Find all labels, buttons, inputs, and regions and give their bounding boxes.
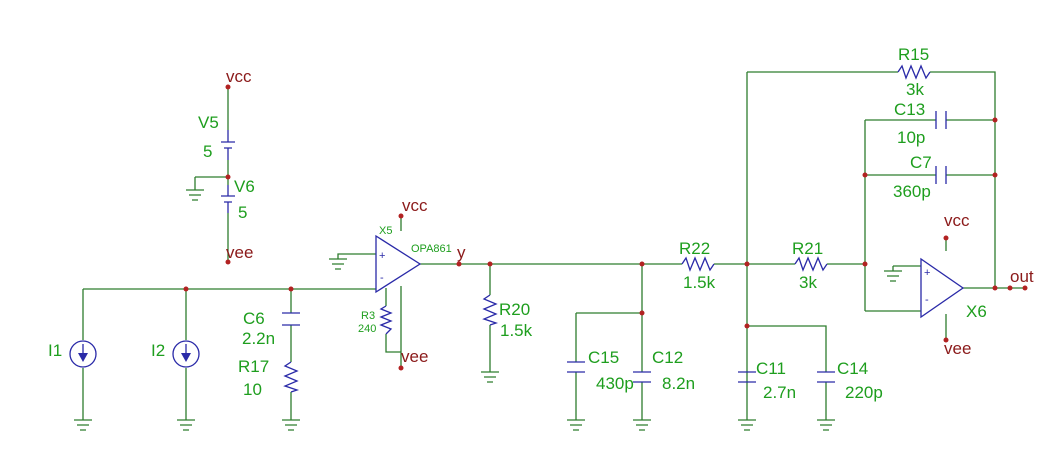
x5-ref: X5 bbox=[379, 225, 392, 237]
i2-current-source bbox=[172, 340, 200, 368]
c14-capacitor bbox=[817, 371, 835, 383]
c13-ref: C13 bbox=[894, 100, 925, 119]
r17-ref: R17 bbox=[238, 357, 269, 376]
r17-resistor bbox=[283, 361, 300, 393]
r21-resistor bbox=[794, 256, 828, 272]
r22-resistor bbox=[681, 256, 715, 272]
c6-ref: C6 bbox=[243, 309, 265, 328]
ground-icon bbox=[74, 189, 902, 431]
c12-capacitor bbox=[633, 371, 651, 383]
c11-ref: C11 bbox=[756, 359, 786, 378]
c6-value: 2.2n bbox=[242, 329, 275, 348]
c13-value: 10p bbox=[897, 128, 925, 147]
r20-ref: R20 bbox=[499, 300, 530, 319]
r17-value: 10 bbox=[243, 380, 262, 399]
r3-ref: R3 bbox=[361, 310, 375, 322]
v6-ref: V6 bbox=[234, 177, 255, 196]
net-label-vee: vee bbox=[226, 243, 253, 262]
net-label-out: out bbox=[1010, 267, 1034, 286]
r22-ref: R22 bbox=[679, 239, 710, 258]
net-label-y: y bbox=[457, 243, 466, 262]
r15-resistor bbox=[897, 64, 931, 80]
r22-value: 1.5k bbox=[683, 273, 716, 292]
c14-value: 220p bbox=[845, 383, 883, 402]
i2-ref: I2 bbox=[151, 341, 165, 360]
v5-value: 5 bbox=[203, 142, 212, 161]
r3-value: 240 bbox=[358, 323, 376, 335]
ground-symbols bbox=[74, 189, 902, 431]
x5-minus-pin: - bbox=[380, 272, 384, 284]
v5-battery bbox=[221, 130, 235, 160]
x6-minus-pin: - bbox=[925, 294, 929, 306]
c7-ref: C7 bbox=[910, 153, 932, 172]
x5-op-amp: + - bbox=[375, 234, 422, 294]
net-label-vee: vee bbox=[401, 347, 428, 366]
r21-value: 3k bbox=[799, 273, 817, 292]
x5-plus-pin: + bbox=[379, 250, 385, 262]
r3-resistor bbox=[379, 305, 393, 335]
r15-ref: R15 bbox=[898, 45, 929, 64]
r20-value: 1.5k bbox=[500, 321, 533, 340]
net-label-vcc: vcc bbox=[226, 67, 252, 86]
c12-ref: C12 bbox=[652, 348, 683, 367]
r21-ref: R21 bbox=[792, 239, 823, 258]
c15-capacitor bbox=[567, 361, 585, 373]
junction-dots bbox=[183, 84, 1028, 371]
x6-plus-pin: + bbox=[924, 267, 930, 279]
x5-model: OPA861 bbox=[411, 243, 452, 255]
c11-capacitor bbox=[738, 371, 756, 383]
r20-resistor bbox=[482, 294, 499, 326]
wires bbox=[82, 71, 1025, 420]
c12-value: 8.2n bbox=[662, 374, 695, 393]
i1-current-source bbox=[69, 340, 97, 368]
c6-capacitor bbox=[282, 312, 300, 326]
c7-value: 360p bbox=[893, 182, 931, 201]
x6-ref: X6 bbox=[966, 302, 987, 321]
c14-ref: C14 bbox=[837, 359, 868, 378]
c15-value: 430p bbox=[596, 374, 634, 393]
net-label-vcc: vcc bbox=[944, 211, 970, 230]
net-label-vcc: vcc bbox=[402, 196, 428, 215]
net-label-vee: vee bbox=[944, 339, 971, 358]
c15-ref: C15 bbox=[588, 348, 619, 367]
i1-ref: I1 bbox=[48, 341, 62, 360]
v6-battery bbox=[221, 185, 235, 213]
c11-value: 2.7n bbox=[763, 383, 796, 402]
v6-value: 5 bbox=[238, 203, 247, 222]
r15-value: 3k bbox=[906, 80, 924, 99]
c13-capacitor bbox=[935, 111, 947, 129]
v5-ref: V5 bbox=[198, 113, 219, 132]
c7-capacitor bbox=[935, 166, 947, 184]
x6-op-amp: + - bbox=[920, 257, 965, 319]
